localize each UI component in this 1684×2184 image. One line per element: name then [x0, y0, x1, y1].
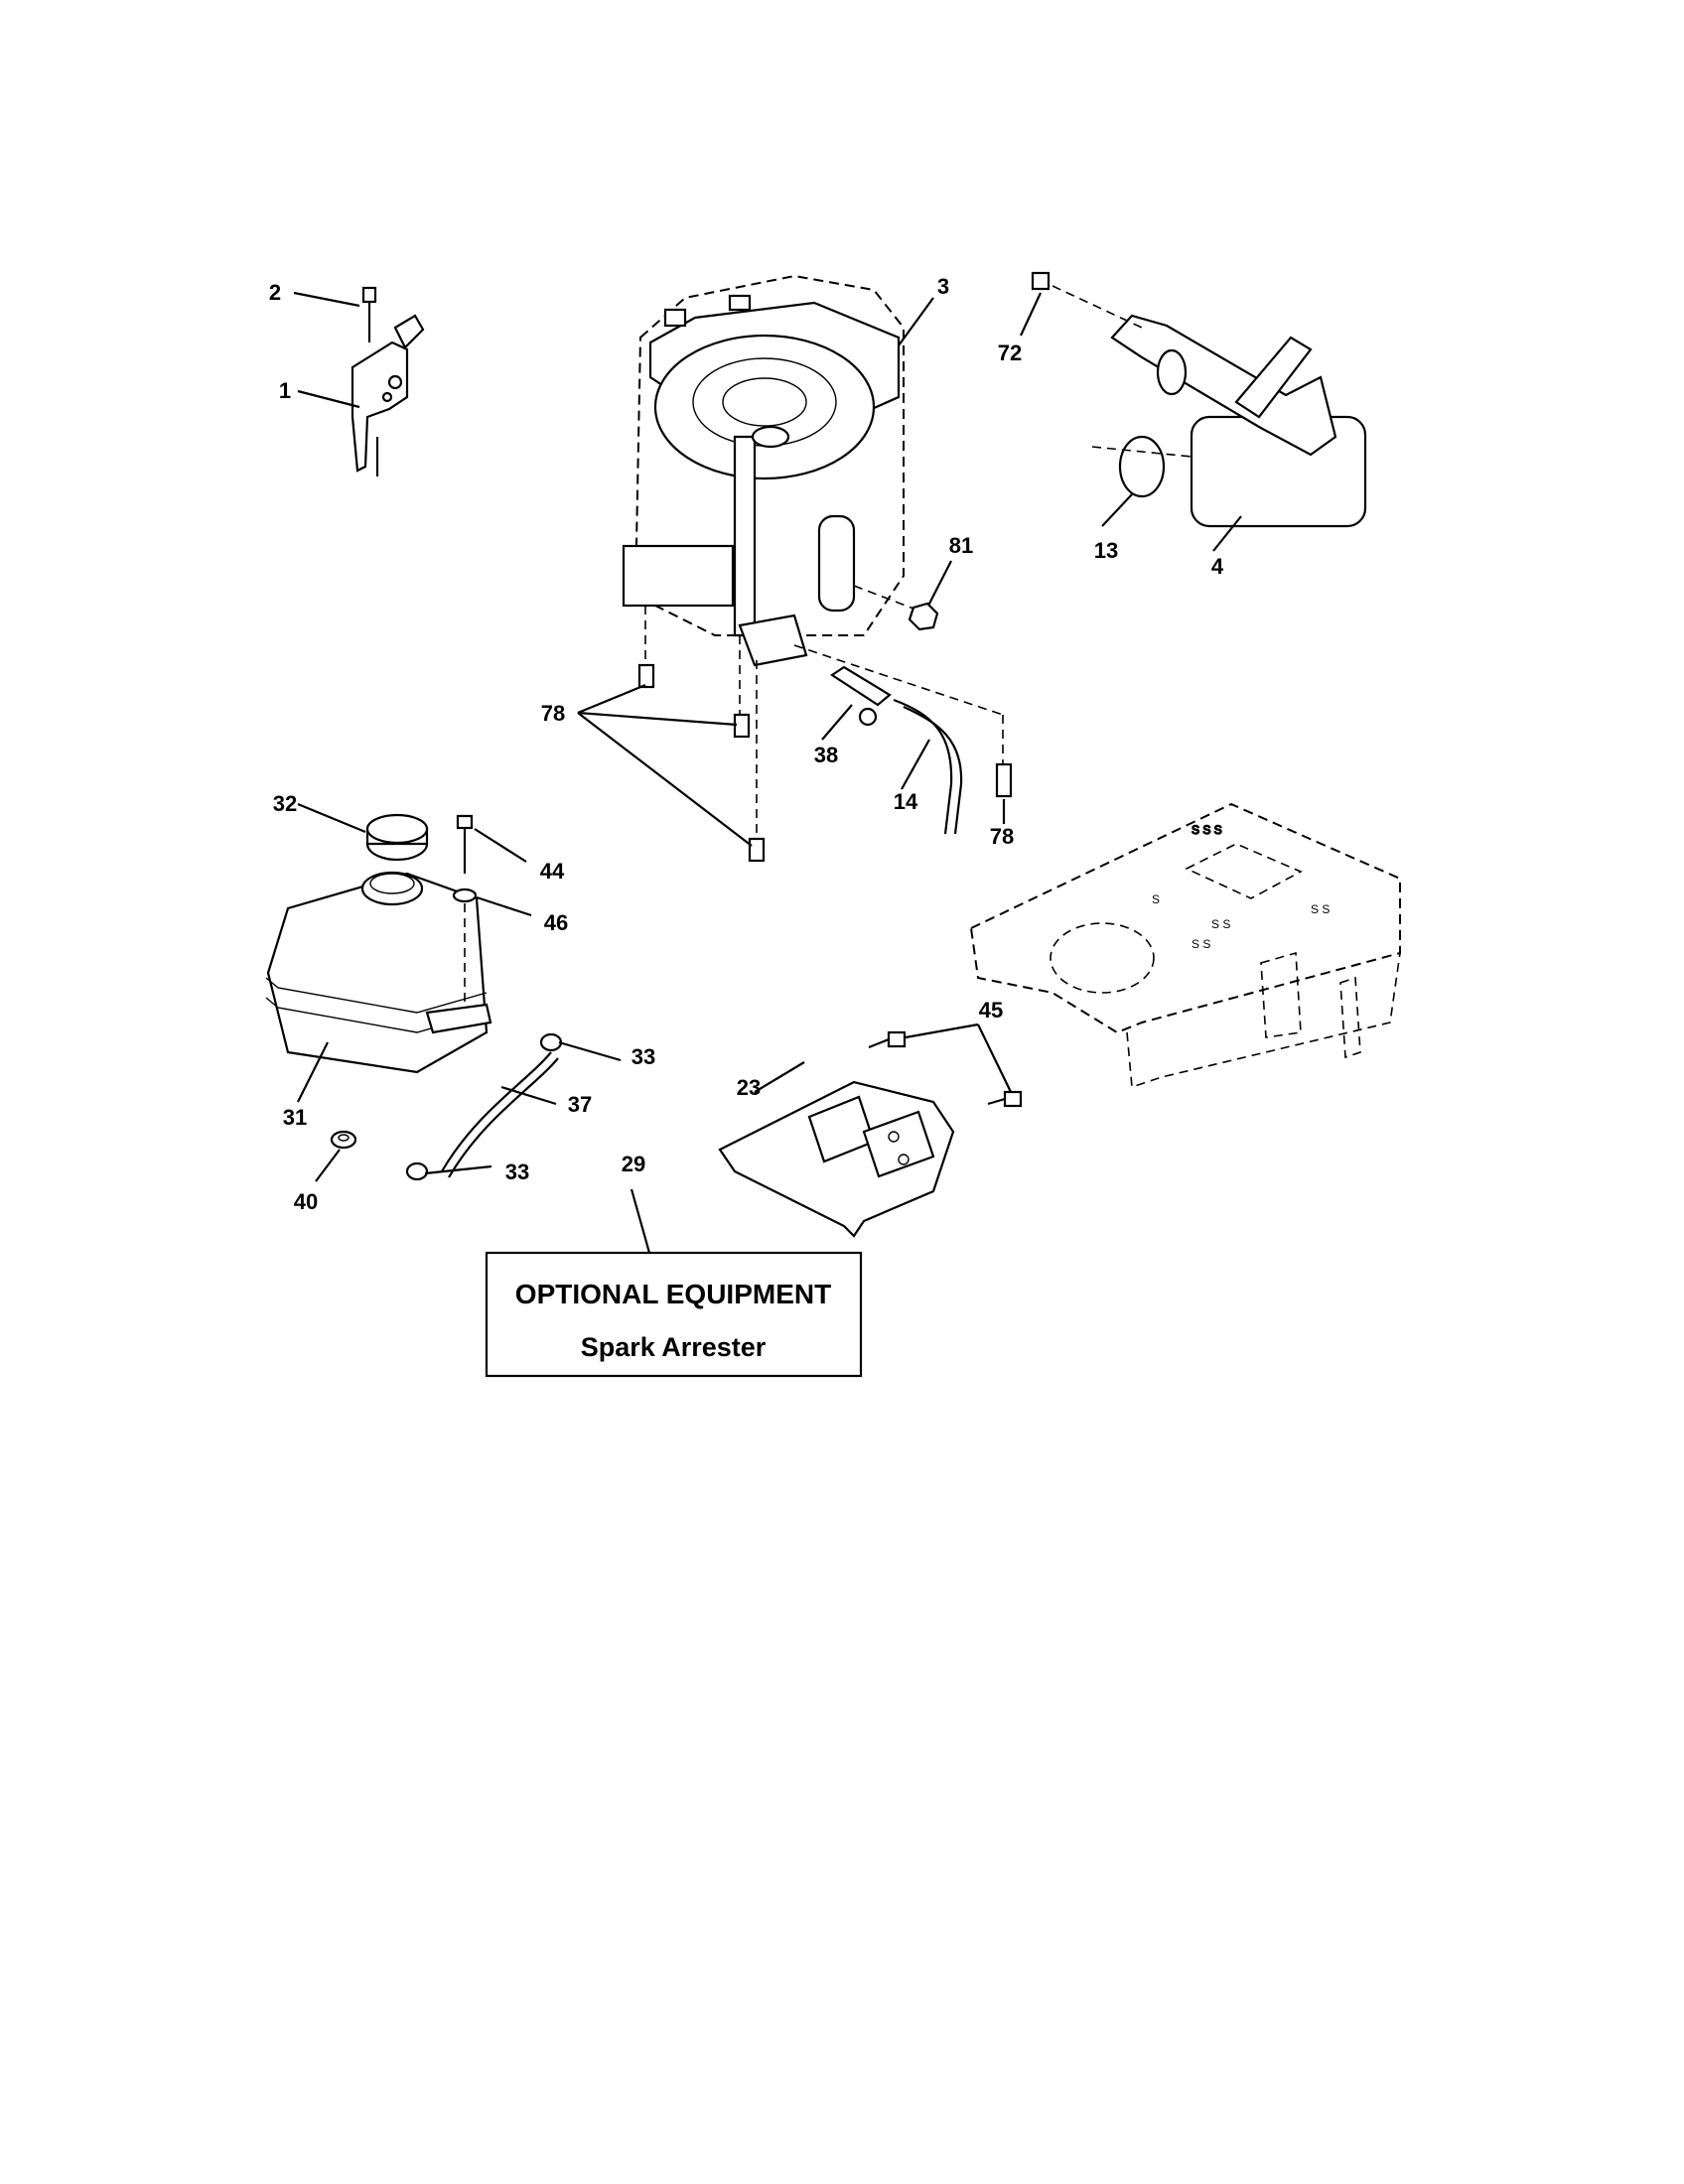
- callout-29: 29: [622, 1152, 645, 1176]
- callout-33a: 33: [632, 1044, 655, 1069]
- callout-46: 46: [544, 910, 568, 935]
- callout-40: 40: [294, 1189, 318, 1214]
- optional-equipment-title: OPTIONAL EQUIPMENT: [515, 1279, 831, 1309]
- callout-81: 81: [949, 533, 973, 558]
- grommet-40: [330, 1130, 357, 1150]
- callout-2: 2: [269, 280, 281, 305]
- screw-44: [456, 814, 474, 830]
- callout-45: 45: [979, 998, 1003, 1023]
- callout-33b: 33: [505, 1160, 529, 1184]
- leader-72: [1020, 292, 1042, 337]
- bolt-72: [1031, 271, 1051, 291]
- bolts-78: [637, 663, 1013, 863]
- leader-33b: [424, 1164, 492, 1175]
- callout-4: 4: [1211, 554, 1224, 579]
- callout-78b: 78: [990, 824, 1014, 849]
- leader-81: [927, 560, 952, 607]
- leader-4: [1212, 515, 1242, 552]
- chassis-frame: S S S S S S S S S S: [969, 802, 1401, 1089]
- leader-23: [754, 1061, 805, 1093]
- leader-31: [297, 1041, 329, 1103]
- leader-44: [474, 828, 527, 863]
- heat-shield-23: [718, 1080, 955, 1238]
- fuel-cap-32: [365, 813, 429, 862]
- callout-labels: 1 2 3 72 81 13 4 78 38 14 78 32 44 46 33…: [269, 274, 1224, 1214]
- gasket-13: [1118, 435, 1166, 498]
- leader-78a-2: [577, 711, 738, 727]
- leader-78a-3: [577, 712, 753, 847]
- leader-40: [315, 1149, 341, 1182]
- fuel-line-37: [441, 1051, 552, 1172]
- clamp-33a: [539, 1032, 563, 1052]
- optional-equipment-box: OPTIONAL EQUIPMENT Spark Arrester: [485, 1251, 863, 1378]
- leader-3: [898, 297, 934, 346]
- clamp-33b: [405, 1161, 429, 1181]
- fuel-filter-38: [830, 665, 892, 727]
- fuel-line-14: [893, 698, 953, 835]
- svg-text:S S S: S S S: [1192, 823, 1222, 837]
- leader-29: [630, 1188, 651, 1254]
- leader-14: [901, 739, 930, 790]
- svg-text:S S: S S: [1311, 902, 1330, 916]
- leader-2: [293, 291, 360, 308]
- leader-45-1: [905, 1023, 979, 1039]
- callout-13: 13: [1094, 538, 1118, 563]
- fuel-tank-31: [265, 871, 492, 1074]
- callout-78a: 78: [541, 701, 565, 726]
- washer-46: [452, 887, 478, 903]
- callout-3: 3: [937, 274, 949, 299]
- leader-38: [821, 704, 853, 741]
- leader-46: [476, 895, 532, 917]
- callout-1: 1: [279, 378, 291, 403]
- leader-1: [297, 389, 360, 409]
- leader-45-2: [977, 1024, 1012, 1093]
- callout-44: 44: [540, 859, 565, 884]
- svg-text:S S: S S: [1192, 937, 1210, 951]
- muffler: [1110, 314, 1367, 528]
- leader-32: [297, 802, 366, 834]
- engine: [622, 274, 905, 667]
- callout-38: 38: [814, 743, 838, 767]
- svg-text:S S: S S: [1211, 917, 1230, 931]
- bolt-45a: [887, 1030, 907, 1048]
- throttle-control-assembly: [351, 286, 425, 477]
- leader-33a: [558, 1040, 622, 1062]
- callout-37: 37: [568, 1092, 592, 1117]
- bolt-45b: [1003, 1090, 1023, 1108]
- callout-14: 14: [894, 789, 918, 814]
- nut-81: [908, 602, 939, 631]
- svg-text:S: S: [1152, 892, 1160, 906]
- callout-31: 31: [283, 1105, 307, 1130]
- callout-32: 32: [273, 791, 297, 816]
- leader-78a-1: [577, 683, 646, 715]
- spark-arrester-label: Spark Arrester: [581, 1332, 767, 1362]
- callout-23: 23: [737, 1075, 761, 1100]
- callout-72: 72: [998, 341, 1022, 365]
- leader-37: [500, 1085, 557, 1106]
- leader-13: [1101, 493, 1133, 527]
